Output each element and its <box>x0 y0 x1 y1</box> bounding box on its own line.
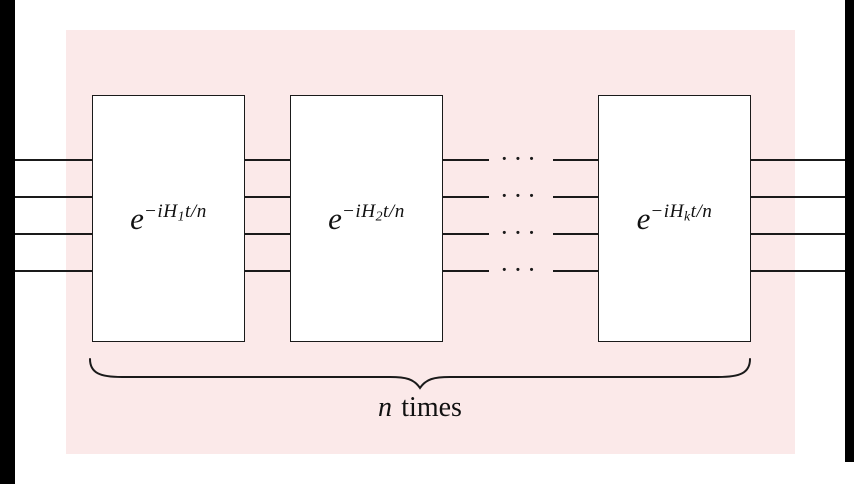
gate-1-base: e <box>130 200 144 236</box>
gate-1: e−iH1t/n <box>92 95 245 342</box>
gate-2-label: e−iH2t/n <box>328 201 405 237</box>
ellipsis-wire-2: ··· <box>489 184 553 208</box>
gate-2-exponent: −iH2t/n <box>341 200 405 224</box>
gate-2: e−iH2t/n <box>290 95 443 342</box>
gate-1-exponent: −iH1t/n <box>143 200 207 224</box>
ellipsis-wire-1: ··· <box>489 147 553 171</box>
gate-k-label: e−iHkt/n <box>637 201 713 237</box>
ellipsis-wire-3: ··· <box>489 221 553 245</box>
repeat-n: n <box>378 392 393 423</box>
ellipsis-wire-4: ··· <box>489 258 553 282</box>
underbrace <box>89 358 751 390</box>
gate-k: e−iHkt/n <box>598 95 751 342</box>
gate-1-label: e−iH1t/n <box>130 201 207 237</box>
underbrace-path <box>89 358 751 390</box>
repeat-times: times <box>401 392 462 423</box>
gate-k-base: e <box>636 200 651 236</box>
right-black-bar <box>845 0 854 462</box>
left-black-bar <box>0 0 15 484</box>
gate-k-exponent: −iHkt/n <box>650 200 713 224</box>
gate-2-base: e <box>328 200 342 236</box>
